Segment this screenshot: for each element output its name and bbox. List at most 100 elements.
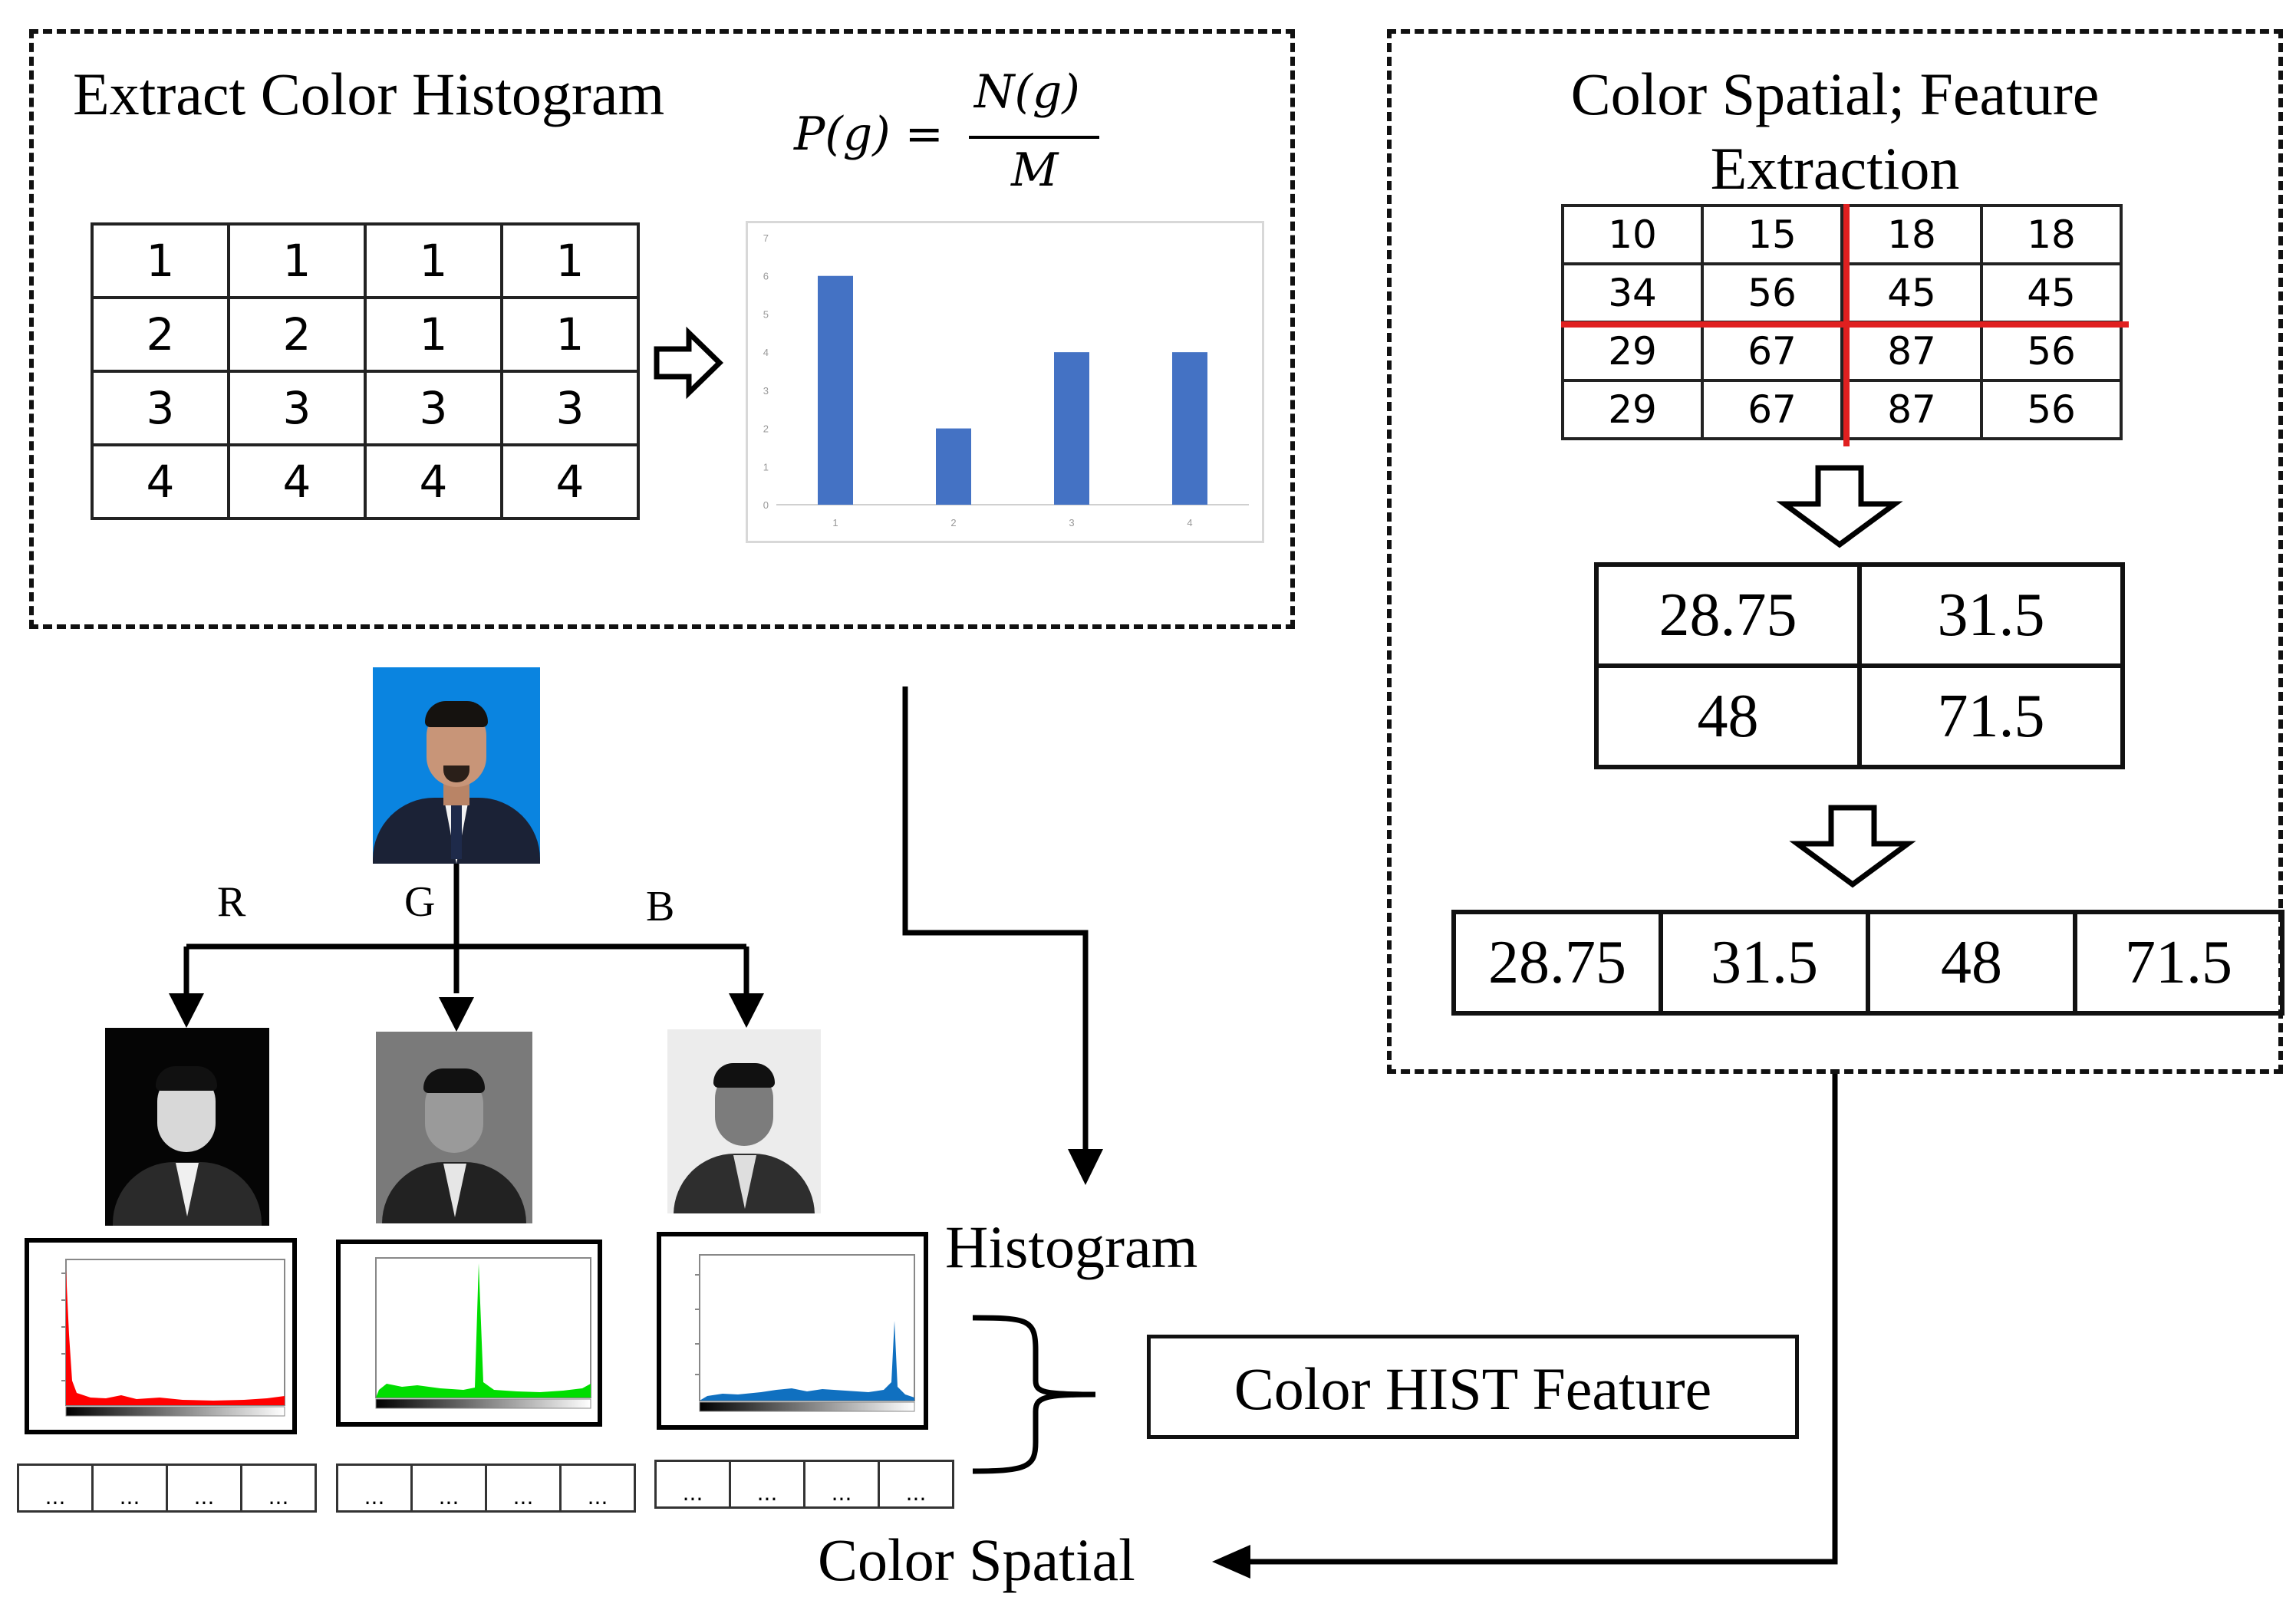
matrix-cell: 3 bbox=[227, 370, 367, 446]
formula-numerator: N(g) bbox=[974, 65, 1080, 119]
probability-formula: P(g) = N(g) M bbox=[794, 65, 1116, 203]
spatial-cell: 15 bbox=[1701, 204, 1843, 265]
y-tick-label: 7 bbox=[763, 232, 769, 244]
matrix-cell: 4 bbox=[364, 443, 503, 520]
green-channel-photo bbox=[376, 1032, 532, 1223]
green-histogram bbox=[336, 1240, 602, 1427]
channel-label-b: B bbox=[646, 883, 675, 930]
red-histogram bbox=[25, 1238, 297, 1434]
red-feature-row: ............ bbox=[17, 1463, 317, 1513]
quadrant-divider-horizontal bbox=[1561, 321, 2129, 328]
channel-label-r: R bbox=[217, 878, 246, 926]
average-cell: 31.5 bbox=[1857, 562, 2125, 668]
x-tick-label: 2 bbox=[950, 517, 956, 528]
feature-cell: ... bbox=[803, 1460, 880, 1509]
green-histogram-plot bbox=[375, 1257, 591, 1409]
histogram-bar bbox=[1172, 352, 1207, 505]
feature-cell: ... bbox=[336, 1463, 413, 1513]
tie bbox=[451, 805, 462, 859]
hair bbox=[425, 701, 488, 727]
feature-cell: ... bbox=[729, 1460, 805, 1509]
y-tick-label: 3 bbox=[763, 385, 769, 397]
average-cell: 71.5 bbox=[1857, 663, 2125, 769]
y-tick-label: 1 bbox=[763, 461, 769, 472]
feature-cell-row: ............ bbox=[17, 1463, 317, 1513]
feature-cell: ... bbox=[654, 1460, 731, 1509]
formula-lhs: P(g) = bbox=[794, 107, 944, 161]
feature-cell: ... bbox=[410, 1463, 487, 1513]
matrix-cell: 1 bbox=[227, 222, 367, 299]
spatial-cell: 87 bbox=[1840, 321, 1983, 382]
right-arrow-icon bbox=[654, 326, 724, 400]
red-histogram-plot bbox=[61, 1259, 285, 1417]
color-spatial-title-line1: Color Spatial; Feature bbox=[1570, 61, 2100, 127]
spatial-cell: 45 bbox=[1840, 262, 1983, 324]
feature-cell-row: ............ bbox=[654, 1460, 954, 1509]
x-tick-label: 3 bbox=[1069, 517, 1074, 528]
spatial-cell: 56 bbox=[1980, 379, 2123, 440]
matrix-cell: 3 bbox=[364, 370, 503, 446]
extract-histogram-title: Extract Color Histogram bbox=[73, 61, 665, 127]
feature-cell: ... bbox=[91, 1463, 168, 1513]
vector-cell: 31.5 bbox=[1659, 910, 1870, 1016]
color-spatial-title-line2: Extraction bbox=[1710, 135, 1960, 202]
matrix-cell: 4 bbox=[500, 443, 640, 520]
y-tick-label: 2 bbox=[763, 423, 769, 435]
blue-histogram bbox=[657, 1232, 928, 1430]
y-tick-label: 0 bbox=[763, 499, 769, 511]
color-hist-feature-label: Color HIST Feature bbox=[1234, 1355, 1712, 1422]
average-cell: 28.75 bbox=[1594, 562, 1862, 668]
matrix-cell: 2 bbox=[227, 296, 367, 373]
spatial-cell: 87 bbox=[1840, 379, 1983, 440]
spatial-cell: 10 bbox=[1561, 204, 1704, 265]
spatial-cell: 34 bbox=[1561, 262, 1704, 324]
green-feature-row: ............ bbox=[336, 1463, 636, 1513]
spatial-cell: 56 bbox=[1701, 262, 1843, 324]
spatial-cell: 45 bbox=[1980, 262, 2123, 324]
down-arrow-icon-2 bbox=[1789, 805, 1916, 888]
x-tick-label: 4 bbox=[1187, 517, 1192, 528]
vector-cell: 28.75 bbox=[1451, 910, 1663, 1016]
histogram-bar bbox=[818, 275, 853, 505]
blue-channel-photo bbox=[667, 1029, 821, 1213]
blue-feature-row: ............ bbox=[654, 1460, 954, 1509]
feature-cell: ... bbox=[878, 1460, 954, 1509]
feature-cell: ... bbox=[17, 1463, 94, 1513]
feature-cell: ... bbox=[559, 1463, 636, 1513]
matrix-cell: 4 bbox=[227, 443, 367, 520]
average-cell: 48 bbox=[1594, 663, 1862, 769]
histogram-label: Histogram bbox=[945, 1213, 1198, 1280]
formula-denominator: M bbox=[1011, 143, 1059, 197]
y-tick-label: 6 bbox=[763, 271, 769, 282]
feature-cell-row: ............ bbox=[336, 1463, 636, 1513]
portrait-photo bbox=[373, 667, 540, 864]
matrix-cell: 1 bbox=[500, 222, 640, 299]
matrix-cell: 2 bbox=[91, 296, 230, 373]
vector-cell: 48 bbox=[1866, 910, 2077, 1016]
hair bbox=[156, 1066, 217, 1091]
spatial-cell: 18 bbox=[1980, 204, 2123, 265]
matrix-cell: 1 bbox=[364, 222, 503, 299]
color-spatial-panel bbox=[1387, 29, 2283, 1074]
matrix-cell: 3 bbox=[91, 370, 230, 446]
spatial-cell: 29 bbox=[1561, 379, 1704, 440]
matrix-cell: 1 bbox=[364, 296, 503, 373]
spatial-cell: 67 bbox=[1701, 379, 1843, 440]
histogram-bar bbox=[1054, 352, 1089, 505]
extract-histogram-panel bbox=[29, 29, 1295, 629]
hair bbox=[713, 1063, 775, 1088]
down-arrow-icon-1 bbox=[1776, 465, 1903, 548]
